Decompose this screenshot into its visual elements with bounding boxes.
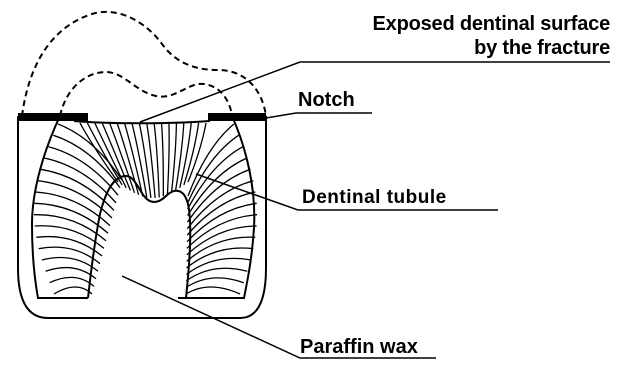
tubule-line [154, 123, 159, 197]
tubule-line [147, 123, 155, 198]
tubule-line [39, 247, 100, 263]
notch-label: Notch [298, 90, 355, 110]
tubule-line [186, 278, 244, 288]
exposed-surface-label-line2: by the fracture [373, 36, 611, 60]
tubule-line [49, 147, 119, 196]
tubule-line [186, 287, 240, 294]
tubule-line [167, 123, 169, 195]
exposed-surface-label: Exposed dentinal surface by the fracture [373, 12, 611, 60]
tubule-line [42, 257, 98, 271]
dentinal-tubules [34, 123, 257, 294]
notch-right [208, 113, 266, 121]
inner-pulp-dashed-outline [60, 72, 232, 116]
tubule-line [187, 237, 256, 261]
tubule-line [187, 192, 255, 235]
paraffin-wax-block [18, 116, 266, 318]
tubule-line [187, 181, 253, 229]
tubule-line [87, 123, 122, 185]
tubule-line [186, 268, 247, 281]
leader-lines [122, 62, 610, 358]
tubule-line [172, 123, 177, 193]
notch-leader [266, 113, 372, 118]
tubule-line [187, 248, 254, 268]
dentinal-tubule-label: Dentinal tubule [302, 188, 447, 207]
notch-left [18, 113, 88, 121]
tubule-line [58, 124, 122, 180]
tubule-line [53, 135, 120, 187]
paraffin-wax-label: Paraffin wax [300, 337, 418, 357]
exposed-surface-label-line1: Exposed dentinal surface [373, 12, 611, 36]
tubule-line [162, 123, 164, 196]
outer-crown-dashed-outline [22, 12, 266, 116]
tubule-line [54, 287, 92, 294]
tubule-line [50, 277, 94, 286]
tubule-line [176, 123, 184, 190]
